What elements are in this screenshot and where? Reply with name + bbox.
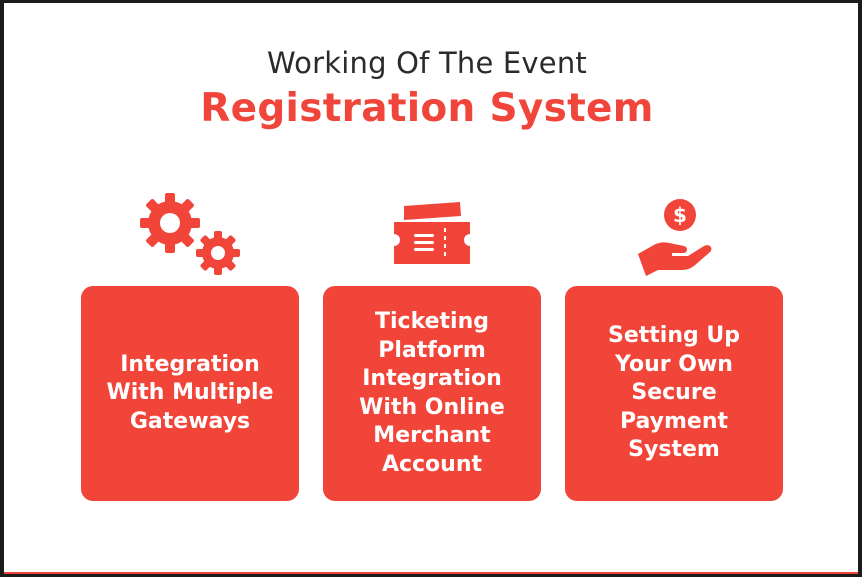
card-label: Integration With Multiple Gateways <box>106 351 274 434</box>
bottom-accent-bar <box>4 572 858 574</box>
card-secure-payment: Setting Up Your Own Secure Payment Syste… <box>565 286 783 501</box>
title-line-2: Registration System <box>200 86 654 131</box>
card-label: Ticketing Platform Integration With Onli… <box>359 309 505 477</box>
card-label: Setting Up Your Own Secure Payment Syste… <box>607 323 741 463</box>
title-line-1: Working Of The Event <box>267 46 587 80</box>
card-integration-gateways: Integration With Multiple Gateways <box>81 286 299 501</box>
ticket-icon <box>394 202 470 264</box>
svg-text:$: $ <box>673 203 687 227</box>
card-ticketing-platform: Ticketing Platform Integration With Onli… <box>323 286 541 501</box>
gears-icon <box>140 193 240 275</box>
hand-coin-icon: $ <box>638 199 712 276</box>
